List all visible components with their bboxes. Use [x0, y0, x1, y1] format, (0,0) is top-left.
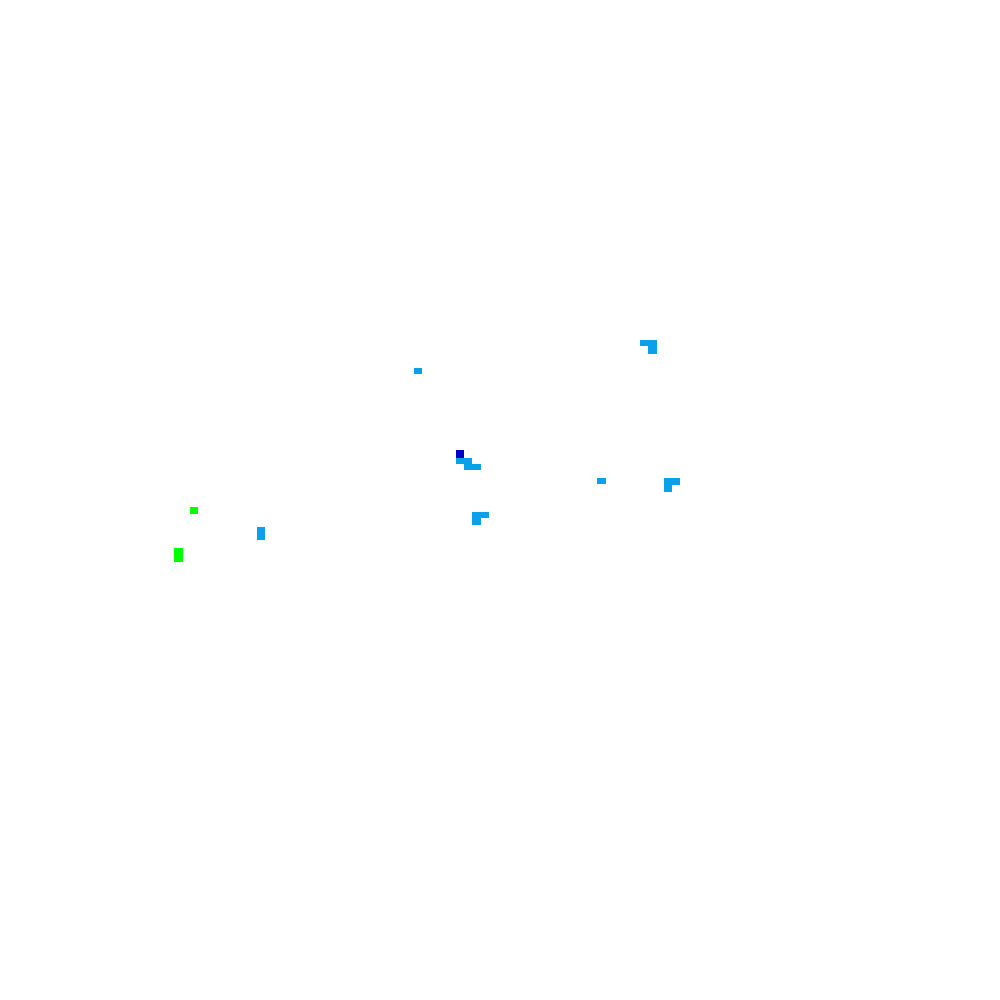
blue-dot-upper-middle [414, 368, 422, 374]
blue-cluster-right [664, 478, 680, 492]
green-dot-left [190, 507, 198, 514]
blue-mark-left [257, 527, 265, 540]
blue-dot-right-middle [597, 478, 606, 484]
blue-cluster-center [456, 458, 481, 470]
green-mark-far-left [174, 548, 183, 562]
dark-blue-pixel-center [456, 450, 464, 458]
blue-cluster-center-low [472, 512, 489, 525]
blue-cluster-top-right [640, 340, 657, 354]
